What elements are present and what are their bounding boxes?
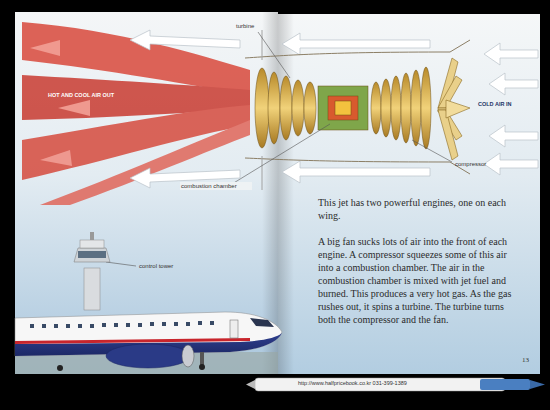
airplane-part [90, 324, 94, 328]
fan-blades [438, 58, 470, 160]
body-text: A big fan sucks lots of air into the fro… [318, 235, 523, 326]
engine-core-part [255, 68, 269, 148]
airplane-part [57, 365, 63, 371]
control-tower-part [80, 240, 104, 248]
engine-core-part [292, 80, 304, 136]
book-pages [15, 12, 540, 374]
airplane-part [210, 321, 214, 325]
airplane-part [200, 352, 204, 366]
airplane-part [126, 323, 130, 327]
airplane-part [199, 364, 205, 370]
pen-part [480, 379, 530, 390]
airflow-arrows-part [489, 73, 538, 95]
airplane-part [30, 324, 34, 328]
airplane-part [230, 320, 238, 338]
airplane-part [174, 322, 178, 326]
pen-part [255, 378, 505, 391]
exhaust-stream [22, 22, 250, 205]
leader-lines-part [106, 262, 136, 266]
airplane-part [114, 323, 118, 327]
engine-core-part [391, 76, 401, 140]
control-tower-part [84, 268, 100, 310]
control-tower [74, 232, 110, 310]
engine-core-part [304, 82, 316, 134]
airplane-part [102, 323, 106, 327]
engine-core-part [411, 70, 421, 146]
airplane-part [150, 322, 154, 326]
control-tower-part [74, 248, 110, 262]
engine-casing-part [245, 158, 470, 174]
airflow-arrows-part [489, 125, 538, 147]
airplane-part [250, 318, 274, 327]
engine-core-part [371, 82, 381, 134]
airplane-part [42, 324, 46, 328]
part-label: turbine [236, 22, 276, 30]
fan-blades-part [438, 110, 458, 160]
control-tower-part [90, 232, 94, 240]
flow-label: COLD AIR IN [478, 101, 538, 108]
airplane-part [182, 345, 194, 367]
pen-part [530, 380, 545, 389]
airplane-part [138, 323, 142, 327]
leader-lines [106, 32, 452, 266]
engine-core-part [268, 72, 280, 144]
pen-imprint: http://www.halfpricebook.co.kr 031-399-1… [298, 380, 468, 387]
pen-part [246, 380, 255, 389]
airplane-part [106, 344, 190, 368]
engine-core [255, 67, 431, 149]
control-tower-part [78, 251, 106, 258]
airplane-part [162, 322, 166, 326]
body-text: This jet has two powerful engines, one o… [318, 196, 518, 222]
airplane-part [66, 324, 70, 328]
engine-core-part [381, 79, 391, 137]
engine-casing-part [245, 40, 470, 58]
engine-core-part [335, 101, 351, 115]
airflow-arrows-part [130, 30, 240, 50]
flow-label: HOT AND COOL AIR OUT [48, 92, 168, 99]
part-label: combustion chamber [180, 182, 252, 190]
part-label: control tower [139, 262, 199, 270]
book-pages-part [278, 14, 540, 374]
leader-lines-part [258, 32, 290, 78]
leader-lines-part [412, 140, 452, 162]
airplane-part [30, 321, 214, 328]
airplane [15, 312, 282, 371]
page-number: 13 [522, 356, 538, 365]
airflow-arrows-part [484, 153, 538, 175]
airplane-part [198, 321, 202, 325]
airflow-arrows-part [282, 161, 430, 183]
airflow-arrows-part [484, 43, 538, 65]
airplane-part [186, 322, 190, 326]
exhaust-stream-part [30, 40, 90, 166]
engine-core-part [401, 73, 411, 143]
fan-blades-part [446, 100, 470, 118]
engine-core-part [318, 86, 368, 130]
part-label: compressor [455, 160, 505, 168]
engine-core-part [280, 76, 292, 140]
airplane-part [78, 324, 82, 328]
airplane-part [54, 324, 58, 328]
leader-lines-part [232, 124, 330, 184]
pen [246, 378, 545, 391]
engine-core-part [328, 96, 358, 120]
engine-core-part [421, 67, 431, 149]
airplane-part [15, 338, 250, 344]
airflow-arrows [130, 30, 538, 188]
engine-casing [245, 30, 470, 190]
